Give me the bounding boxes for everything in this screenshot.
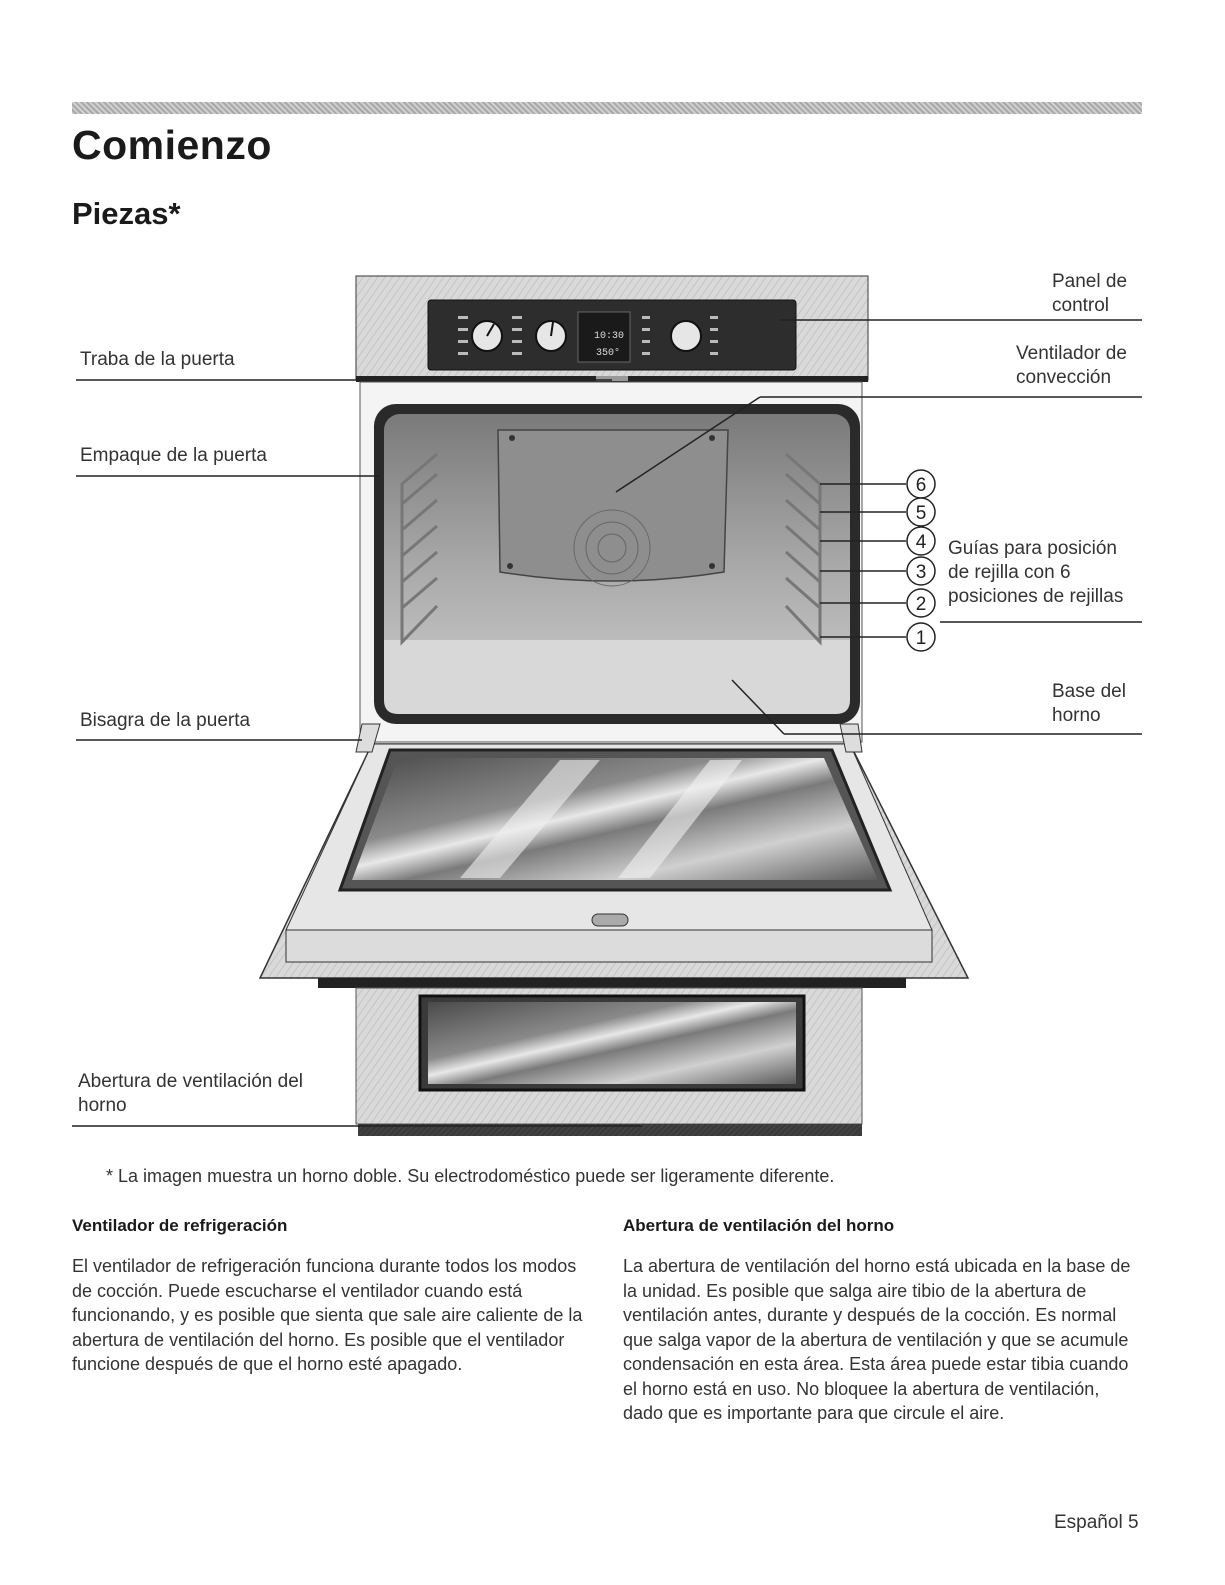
- oven-door: [258, 723, 970, 988]
- label-convection-fan: Ventilador de convección: [1016, 343, 1127, 388]
- label-oven-bottom: Base del horno: [1052, 681, 1126, 726]
- label-door-gasket: Empaque de la puerta: [80, 445, 267, 466]
- oven-cavity: [359, 381, 863, 743]
- section-heading: Abertura de ventilación del horno: [623, 1216, 895, 1235]
- rack-position-6: 6: [916, 475, 927, 496]
- right-knob-icon: [670, 320, 702, 352]
- control-panel: 10:30 350°: [355, 275, 869, 382]
- section-oven-vent: Abertura de ventilación del horno La abe…: [623, 1216, 1133, 1426]
- section-body: El ventilador de refrigeración funciona …: [72, 1256, 583, 1374]
- display-time: 10:30: [594, 331, 624, 342]
- label-rack-guides: Guías para posición de rejilla con 6 pos…: [948, 538, 1124, 607]
- section-cooling-fan: Ventilador de refrigeración El ventilado…: [72, 1216, 592, 1377]
- label-oven-vent: Abertura de ventilación del horno: [78, 1071, 303, 1116]
- oven-diagram: 10:30 350°: [72, 275, 1142, 1136]
- footnote: * La imagen muestra un horno doble. Su e…: [106, 1166, 835, 1186]
- rack-position-markers: 6 5 4 3 2 1: [906, 469, 936, 652]
- rack-position-5: 5: [916, 503, 927, 524]
- rack-position-2: 2: [916, 594, 927, 615]
- page-title: Comienzo: [72, 122, 272, 168]
- rack-position-4: 4: [916, 532, 927, 553]
- lower-oven: [355, 987, 863, 1136]
- rack-position-3: 3: [916, 562, 927, 583]
- label-door-latch: Traba de la puerta: [80, 349, 235, 370]
- page-subtitle: Piezas*: [72, 196, 181, 231]
- header-rule: [72, 102, 1142, 114]
- page-number: Español 5: [1054, 1512, 1139, 1533]
- label-control-panel: Panel de control: [1052, 271, 1128, 316]
- section-body: La abertura de ventilación del horno est…: [623, 1256, 1131, 1423]
- section-heading: Ventilador de refrigeración: [72, 1216, 288, 1235]
- door-handle-icon: [591, 913, 629, 927]
- rack-position-1: 1: [916, 628, 927, 649]
- display-temp: 350°: [596, 347, 620, 359]
- label-door-hinge: Bisagra de la puerta: [80, 710, 251, 731]
